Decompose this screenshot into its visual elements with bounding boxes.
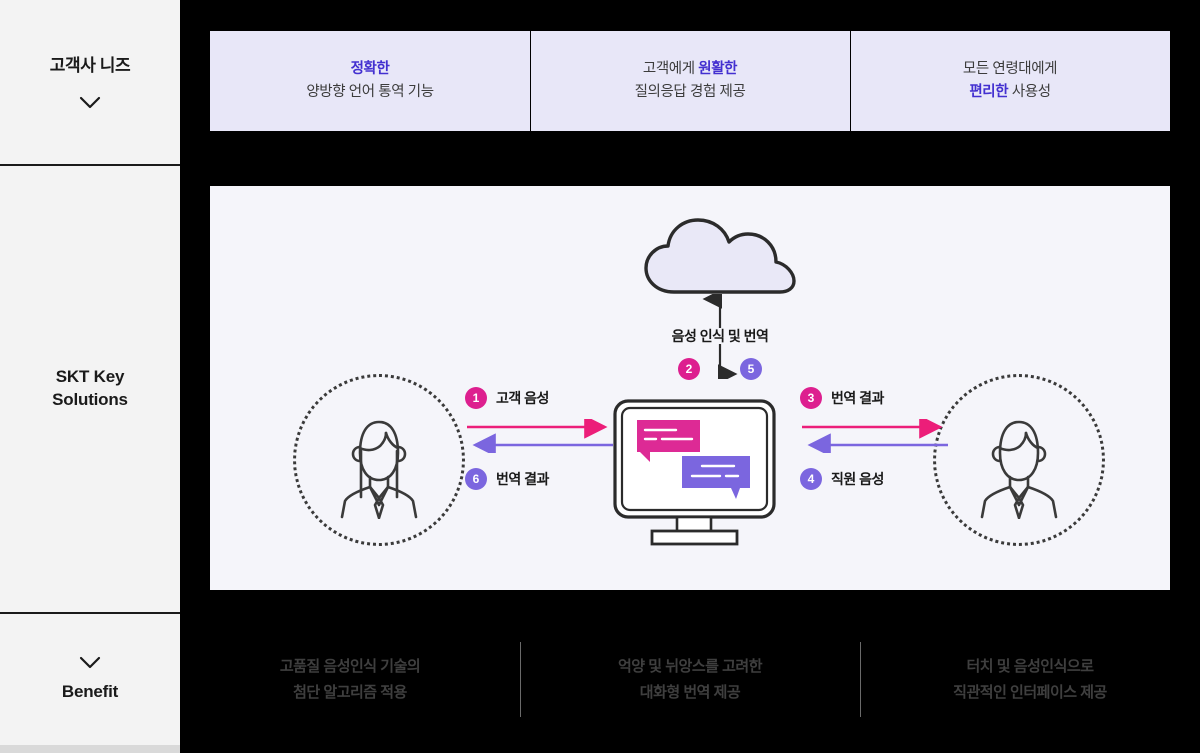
flow-left-arrows bbox=[465, 415, 625, 458]
need-card-1: 정확한 양방향 언어 통역 기능 bbox=[210, 31, 530, 131]
benefit-card-2-line1: 억양 및 뉘앙스를 고려한 bbox=[617, 657, 763, 675]
step-badge-5: 5 bbox=[740, 358, 762, 380]
benefit-card-2-line2: 대화형 번역 제공 bbox=[639, 683, 741, 701]
bottom-strip bbox=[0, 745, 180, 753]
sidebar-solutions-label-line1: SKT Key bbox=[55, 367, 125, 387]
sidebar-section-needs: 고객사 니즈 bbox=[0, 0, 180, 164]
need-card-1-line1: 정확한 bbox=[350, 60, 390, 77]
solution-diagram-panel: 음성 인식 및 번역 2 5 bbox=[210, 186, 1170, 590]
flow-right-top: 3 번역 결과 bbox=[800, 386, 960, 410]
benefit-card-3-line2: 직관적인 인터페이스 제공 bbox=[953, 683, 1107, 701]
benefit-card-1-line1: 고품질 음성인식 기술의 bbox=[279, 657, 421, 675]
step-badge-1: 1 bbox=[465, 387, 487, 409]
flow-right-arrows bbox=[800, 415, 960, 458]
cloud-icon bbox=[640, 216, 800, 301]
benefit-card-1-line2: 첨단 알고리즘 적용 bbox=[293, 683, 407, 701]
benefit-card-3: 터치 및 음성인식으로 직관적인 인터페이스 제공 bbox=[860, 614, 1200, 745]
flow-left: 1 고객 음성 6 bbox=[465, 386, 625, 491]
step-badge-4: 4 bbox=[800, 468, 822, 490]
step-badge-2: 2 bbox=[678, 358, 700, 380]
sidebar-divider-top bbox=[0, 164, 180, 166]
sidebar-section-benefit: Benefit bbox=[0, 614, 180, 745]
need-card-3: 모든 연령대에게 편리한 사용성 bbox=[850, 31, 1170, 131]
staff-avatar bbox=[933, 374, 1105, 546]
monitor-icon bbox=[612, 398, 777, 551]
benefit-card-2: 억양 및 뉘앙스를 고려한 대화형 번역 제공 bbox=[520, 614, 860, 745]
flow-right-bottom: 4 직원 음성 bbox=[800, 467, 960, 491]
sidebar-solutions-label-line2: Solutions bbox=[52, 390, 128, 409]
chevron-down-icon bbox=[79, 96, 101, 109]
cloud-bidirectional-arrow-icon bbox=[680, 289, 760, 384]
sidebar-section-solutions: SKT Key Solutions bbox=[0, 166, 180, 612]
sidebar-benefit-label: Benefit bbox=[61, 681, 119, 701]
needs-row: 정확한 양방향 언어 통역 기능 고객에게 원활한 질의응답 경험 제공 모든 … bbox=[210, 31, 1170, 131]
chevron-down-icon bbox=[79, 656, 101, 669]
flow-left-top: 1 고객 음성 bbox=[465, 386, 625, 410]
benefit-row: 고품질 음성인식 기술의 첨단 알고리즘 적용 억양 및 뉘앙스를 고려한 대화… bbox=[180, 614, 1200, 745]
flow-left-bottom-label: 번역 결과 bbox=[496, 471, 549, 487]
need-card-3-line2: 편리한 사용성 bbox=[969, 84, 1051, 100]
need-card-2-line2: 질의응답 경험 제공 bbox=[634, 84, 746, 100]
flow-left-top-label: 고객 음성 bbox=[496, 390, 549, 406]
need-card-1-line2: 양방향 언어 통역 기능 bbox=[306, 84, 434, 100]
need-card-2: 고객에게 원활한 질의응답 경험 제공 bbox=[530, 31, 850, 131]
step-badge-3: 3 bbox=[800, 387, 822, 409]
need-card-3-line1: 모든 연령대에게 bbox=[962, 60, 1058, 77]
sidebar-needs-label: 고객사 니즈 bbox=[49, 56, 131, 76]
need-card-2-line1: 고객에게 원활한 bbox=[642, 60, 738, 77]
customer-avatar bbox=[293, 374, 465, 546]
flow-right-bottom-label: 직원 음성 bbox=[831, 471, 884, 487]
step-badge-6: 6 bbox=[465, 468, 487, 490]
cloud-label: 음성 인식 및 번역 bbox=[671, 328, 769, 344]
flow-right-top-label: 번역 결과 bbox=[831, 390, 884, 406]
sidebar-divider-bottom bbox=[0, 612, 180, 614]
benefit-card-3-line1: 터치 및 음성인식으로 bbox=[966, 657, 1094, 675]
cloud-step-badges: 2 5 bbox=[640, 358, 800, 380]
flow-left-bottom: 6 번역 결과 bbox=[465, 467, 625, 491]
flow-right: 3 번역 결과 4 bbox=[800, 386, 960, 491]
benefit-card-1: 고품질 음성인식 기술의 첨단 알고리즘 적용 bbox=[180, 614, 520, 745]
